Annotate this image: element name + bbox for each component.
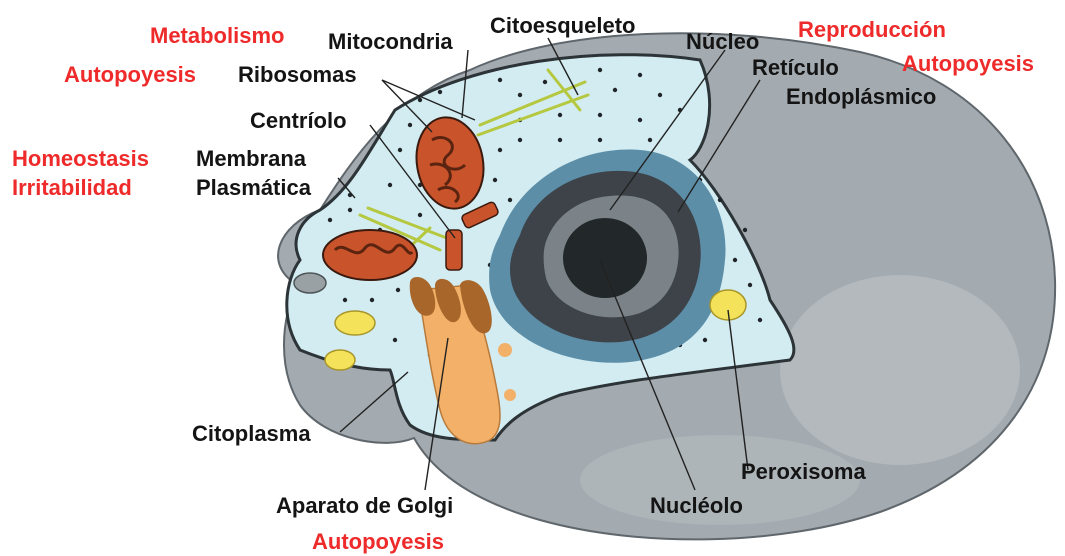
ribosome-dot — [498, 148, 502, 152]
ribosome-dot — [638, 118, 642, 122]
label-autopoyesis-right: Autopoyesis — [902, 52, 1034, 76]
ribosome-dot — [648, 138, 652, 142]
label-ribosomas: Ribosomas — [238, 63, 357, 87]
label-nucleo: Núcleo — [686, 30, 759, 54]
label-citoplasma: Citoplasma — [192, 422, 311, 446]
label-irritabilidad: Irritabilidad — [12, 176, 132, 200]
label-nucleolo: Nucléolo — [650, 494, 743, 518]
ribosome-dot — [418, 213, 422, 217]
label-centriolo: Centríolo — [250, 109, 347, 133]
ribosome-dot — [498, 78, 502, 82]
mitochondrion-left — [323, 230, 417, 280]
ribosome-dot — [398, 148, 402, 152]
lysosome — [294, 273, 326, 293]
vesicle-left-2 — [325, 350, 355, 370]
label-metabolismo: Metabolismo — [150, 24, 284, 48]
ribosome-dot — [393, 338, 397, 342]
ribosome-dot — [518, 138, 522, 142]
ribosome-dot — [543, 80, 547, 84]
label-aparato-golgi: Aparato de Golgi — [276, 494, 453, 518]
label-homeostasis: Homeostasis — [12, 147, 149, 171]
label-peroxisoma: Peroxisoma — [741, 460, 866, 484]
ribosome-dot — [658, 93, 662, 97]
ribosome-dot — [598, 138, 602, 142]
label-reticulo-line2: Endoplásmico — [786, 85, 936, 109]
ribosome-dot — [598, 68, 602, 72]
vesicle-left-1 — [335, 311, 375, 335]
label-autopoyesis-left: Autopoyesis — [64, 63, 196, 87]
ribosome-dot — [558, 138, 562, 142]
label-autopoyesis-bottom: Autopoyesis — [312, 530, 444, 554]
ribosome-dot — [370, 298, 374, 302]
ribosome-dot — [438, 90, 442, 94]
label-reproduccion: Reproducción — [798, 18, 946, 42]
ribosome-dot — [743, 228, 747, 232]
ribosome-dot — [718, 198, 722, 202]
ribosome-dot — [703, 338, 707, 342]
ribosome-dot — [493, 178, 497, 182]
ribosome-dot — [638, 73, 642, 77]
ribosome-dot — [518, 93, 522, 97]
nucleolus-shape — [563, 218, 647, 298]
outer-body-highlight — [780, 275, 1020, 465]
ribosome-dot — [748, 283, 752, 287]
ribosome-dot — [348, 208, 352, 212]
ribosome-dot — [328, 218, 332, 222]
label-citoesqueleto: Citoesqueleto — [490, 14, 635, 38]
ribosome-dot — [613, 88, 617, 92]
ribosome-dot — [558, 113, 562, 117]
ribosome-dot — [388, 183, 392, 187]
ribosome-dot — [418, 98, 422, 102]
ribosome-dot — [508, 198, 512, 202]
ribosome-dot — [598, 113, 602, 117]
label-reticulo-line1: Retículo — [752, 56, 839, 80]
ribosome-dot — [758, 318, 762, 322]
label-mitocondria: Mitocondria — [328, 30, 453, 54]
ribosome-dot — [396, 288, 400, 292]
ribosome-dot — [733, 258, 737, 262]
ribosome-dot — [408, 123, 412, 127]
label-membrana-line2: Plasmática — [196, 176, 311, 200]
label-membrana-line1: Membrana — [196, 147, 306, 171]
ribosome-dot — [343, 298, 347, 302]
